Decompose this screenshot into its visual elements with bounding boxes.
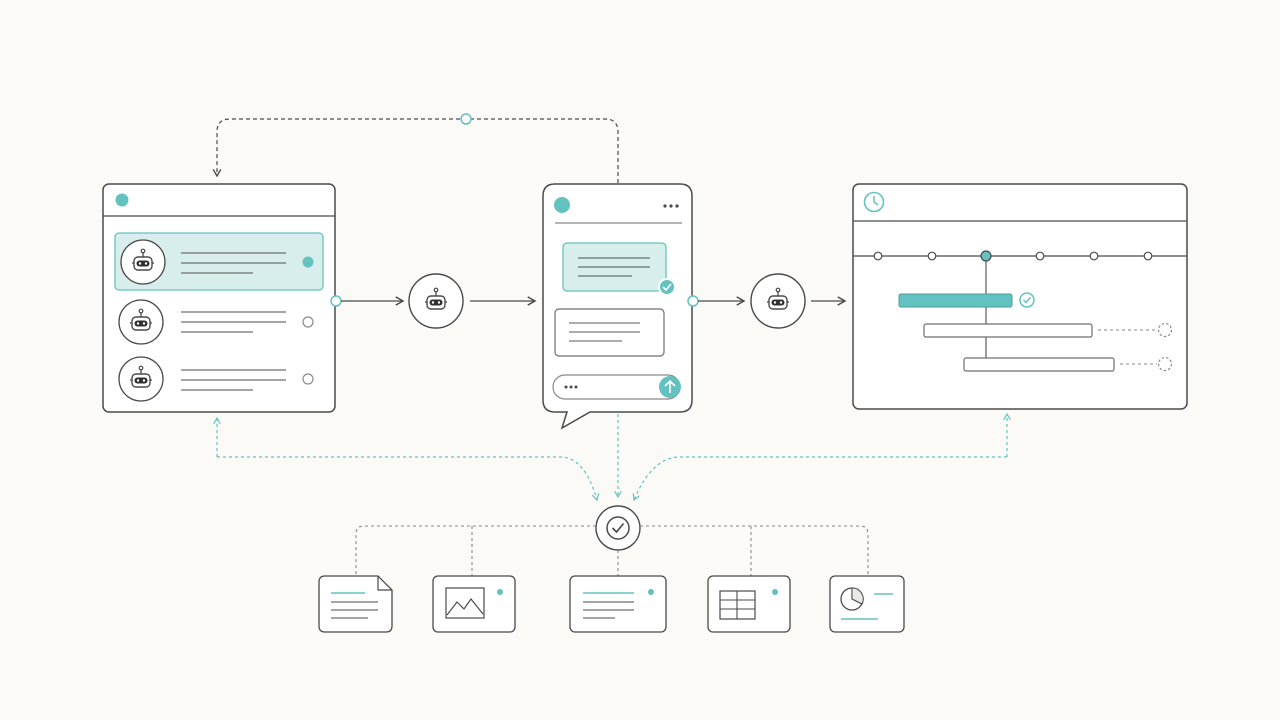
output-image[interactable] — [432, 575, 516, 633]
task-bar-pending[interactable] — [963, 356, 1173, 372]
agent-list-panel — [102, 183, 336, 413]
list-item[interactable] — [114, 232, 324, 291]
output-chart[interactable] — [829, 575, 905, 633]
status-dot-icon — [554, 197, 570, 213]
connector-list-to-chat — [330, 273, 537, 329]
agent-node — [408, 273, 464, 329]
flows-to-hub — [213, 412, 1011, 502]
list-item[interactable] — [118, 299, 314, 345]
radio-icon[interactable] — [302, 316, 314, 328]
typing-dots-icon — [564, 385, 578, 389]
check-badge-icon — [658, 278, 676, 296]
output-table[interactable] — [707, 575, 791, 633]
pending-circle-icon — [1157, 356, 1173, 372]
send-arrow-icon[interactable] — [659, 376, 681, 398]
task-bar-done[interactable] — [898, 292, 1035, 308]
clock-icon — [863, 191, 885, 213]
text-lines-icon — [583, 592, 634, 619]
radio-selected-icon[interactable] — [302, 256, 314, 268]
document-icon — [331, 592, 378, 619]
check-circle-icon — [1019, 292, 1035, 308]
more-horizontal-icon[interactable] — [663, 204, 679, 208]
output-distribution — [355, 525, 869, 576]
radio-icon[interactable] — [302, 373, 314, 385]
task-bar-pending[interactable] — [923, 322, 1173, 338]
check-circle-icon — [606, 516, 630, 540]
loop-node — [460, 113, 472, 125]
list-item[interactable] — [118, 356, 314, 402]
connector-chat-to-timeline — [687, 273, 847, 329]
chat-message — [562, 242, 676, 296]
output-document[interactable] — [318, 575, 393, 633]
timeline-panel — [852, 183, 1188, 410]
output-text[interactable] — [569, 575, 667, 633]
image-icon — [445, 587, 485, 619]
status-dot-icon — [115, 193, 129, 207]
pending-circle-icon — [1157, 322, 1173, 338]
chat-panel — [542, 183, 693, 430]
timeline-ticks — [873, 250, 1153, 262]
pie-chart-icon — [840, 587, 864, 611]
chat-composer[interactable] — [552, 374, 681, 400]
feedback-loop — [212, 113, 619, 183]
agent-node — [750, 273, 806, 329]
chat-message — [554, 308, 665, 357]
table-icon — [719, 590, 756, 620]
validation-hub — [595, 505, 641, 551]
